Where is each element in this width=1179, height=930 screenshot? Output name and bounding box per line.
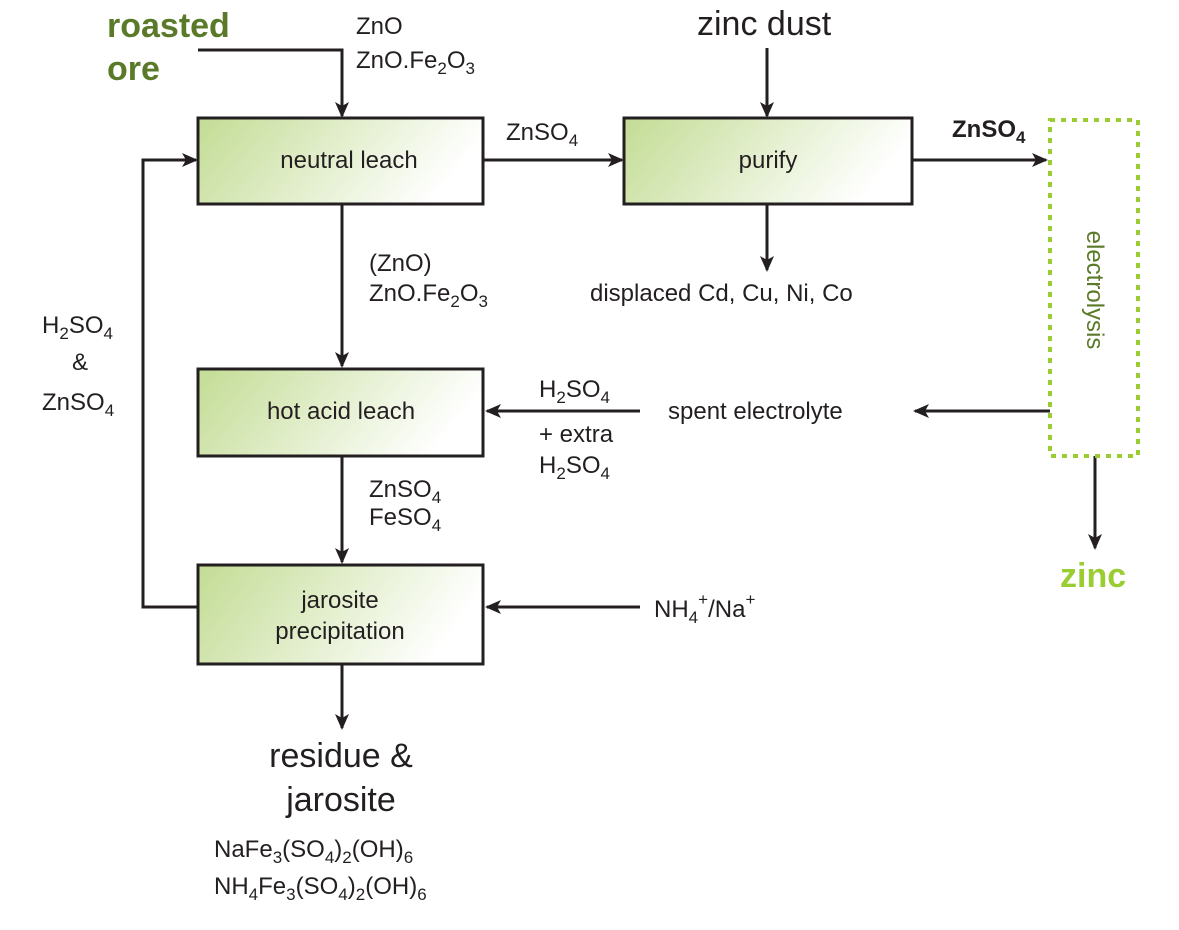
purify-box: purify (622, 116, 914, 206)
neutral-leach-box: neutral leach (196, 116, 485, 206)
formula-sodium-jarosite: NaFe3(SO4)2(OH)6 (214, 836, 413, 867)
roasted-ore-label-line1: roasted (107, 7, 230, 45)
spent-to-hot-label-line2: + extra (539, 421, 614, 448)
neutral-to-hot-label-line2: ZnO.Fe2O3 (369, 280, 488, 311)
jarosite-label-line2: precipitation (275, 618, 404, 645)
residue-label-line1: residue & (269, 737, 413, 775)
ore-species-zinc-ferrite: ZnO.Fe2O3 (356, 47, 475, 78)
roasted-ore-label-line2: ore (107, 50, 160, 88)
residue-label-line2: jarosite (285, 781, 396, 819)
recycle-label-line2: & (72, 349, 88, 376)
zinc-output-label: zinc (1060, 557, 1126, 595)
purify-label: purify (739, 147, 798, 174)
jarosite-reagent-label: NH4+/Na+ (654, 590, 755, 627)
jarosite-label-line1: jarosite (300, 587, 378, 614)
neutral-to-hot-label-line1: (ZnO) (369, 250, 432, 277)
hot-acid-leach-label: hot acid leach (267, 398, 415, 425)
recycle-label-line3: ZnSO4 (42, 389, 114, 420)
electrolysis-label: electrolysis (1081, 231, 1108, 350)
recycle-loop-arrow (141, 153, 198, 609)
spent-to-hot-label-line3: H2SO4 (539, 452, 610, 483)
ore-species-zno: ZnO (356, 13, 403, 40)
hot-to-jarosite-label-line2: FeSO4 (369, 504, 441, 535)
spent-electrolyte-label: spent electrolyte (668, 398, 843, 425)
purify-output-label: displaced Cd, Cu, Ni, Co (590, 280, 853, 307)
spent-to-hot-label-line1: H2SO4 (539, 376, 610, 407)
hot-acid-leach-box: hot acid leach (196, 367, 485, 458)
roasted-ore-feed-arrow (198, 48, 349, 118)
recycle-label-line1: H2SO4 (42, 312, 113, 343)
purify-to-electrolysis-label: ZnSO4 (952, 116, 1026, 147)
zinc-dust-label: zinc dust (697, 5, 832, 43)
formula-ammonium-jarosite: NH4Fe3(SO4)2(OH)6 (214, 873, 427, 904)
hot-to-jarosite-label-line1: ZnSO4 (369, 476, 441, 507)
neutral-leach-label: neutral leach (280, 147, 417, 174)
electrolysis-box: electrolysis (1048, 118, 1140, 458)
neutral-to-purify-label: ZnSO4 (506, 119, 578, 150)
jarosite-precipitation-box: jarosite precipitation (196, 563, 485, 666)
